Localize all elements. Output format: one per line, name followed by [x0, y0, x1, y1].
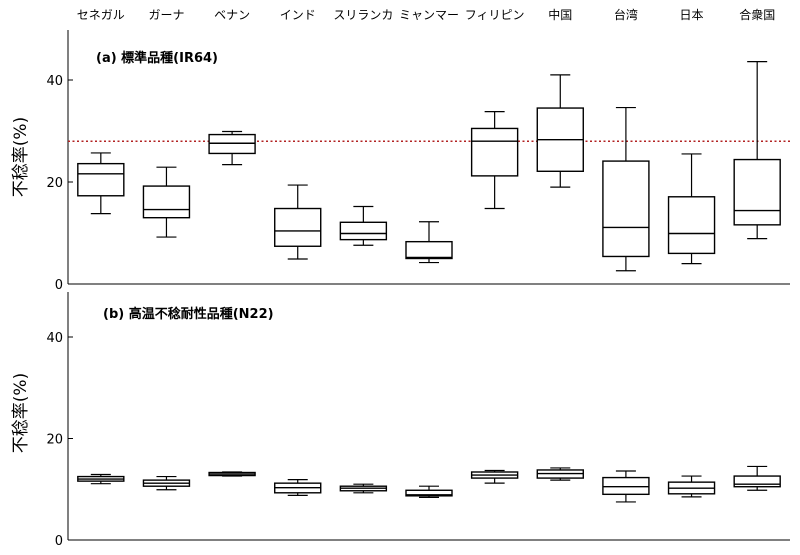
y-tick-label: 0: [55, 534, 63, 549]
panel-b-y-label: 不稔率(%): [11, 373, 31, 453]
category-labels: セネガル ガーナ ベナン インド スリランカミャンマーフィリピン 中国 台湾 日本 合衆国: [77, 7, 775, 22]
box-plot: [208, 130, 256, 166]
box-plot: [274, 479, 322, 496]
y-tick-label: 40: [46, 74, 63, 89]
category-label: フィリピン: [465, 8, 525, 22]
panel-b-title: (b) 高温不稔耐性品種(N22): [103, 306, 274, 322]
panel-b: (b) 高温不稔耐性品種(N22) 不稔率(%) 0 20 40: [11, 292, 790, 549]
iqr-box: [733, 475, 781, 488]
iqr-box: [77, 162, 125, 197]
box-plot: [733, 465, 781, 491]
box-plot: [733, 61, 781, 240]
box-plot: [274, 184, 322, 260]
box-plot: [536, 467, 584, 481]
iqr-box: [208, 133, 256, 155]
category-label: 中国: [548, 7, 572, 22]
category-label: ベナン: [214, 8, 250, 22]
category-label: 合衆国: [739, 7, 775, 22]
y-tick-label: 20: [46, 176, 63, 191]
iqr-box: [339, 221, 388, 241]
category-label: 日本: [679, 8, 703, 22]
box-plot: [208, 471, 256, 477]
iqr-box: [602, 160, 650, 258]
box-plot: [77, 152, 125, 215]
y-tick-label: 20: [46, 433, 63, 448]
category-label: 台湾: [614, 7, 638, 22]
iqr-box: [470, 127, 519, 177]
panel-a-y-ticks: 0 20 40: [46, 74, 73, 293]
box-plot: [339, 205, 388, 246]
iqr-box: [405, 489, 453, 497]
panel-b-boxes: [77, 465, 781, 503]
category-label: ガーナ: [148, 8, 184, 22]
box-plot: [339, 483, 388, 494]
box-plot: [602, 106, 650, 272]
category-label: セネガル: [77, 8, 125, 22]
panel-a-boxes: [68, 61, 790, 272]
iqr-box: [274, 207, 322, 247]
box-plot: [667, 475, 716, 498]
iqr-box: [733, 158, 781, 226]
y-tick-label: 0: [55, 278, 63, 293]
y-tick-label: 40: [46, 331, 63, 346]
box-plot: [536, 74, 584, 188]
category-label: インド: [280, 8, 316, 22]
box-plot: [142, 475, 191, 491]
iqr-box: [142, 185, 191, 219]
category-label: ミャンマー: [399, 8, 459, 22]
panel-a: (a) 標準品種(IR64) 不稔率(%) 0 20 40: [11, 30, 790, 293]
iqr-box: [602, 476, 650, 496]
box-plot: [602, 470, 650, 503]
box-plot: [405, 221, 453, 264]
box-plot: [77, 473, 125, 485]
box-plot: [470, 469, 519, 484]
box-plot: [142, 166, 191, 238]
panel-b-y-ticks: 0 20 40: [46, 331, 73, 549]
box-plot: [405, 485, 453, 498]
panel-a-title: (a) 標準品種(IR64): [96, 50, 218, 66]
box-plot: [667, 153, 716, 265]
category-label: スリランカ: [333, 8, 393, 22]
iqr-box: [667, 196, 716, 255]
box-plot: [470, 111, 519, 210]
iqr-box: [405, 240, 453, 260]
panel-a-y-label: 不稔率(%): [11, 117, 31, 197]
